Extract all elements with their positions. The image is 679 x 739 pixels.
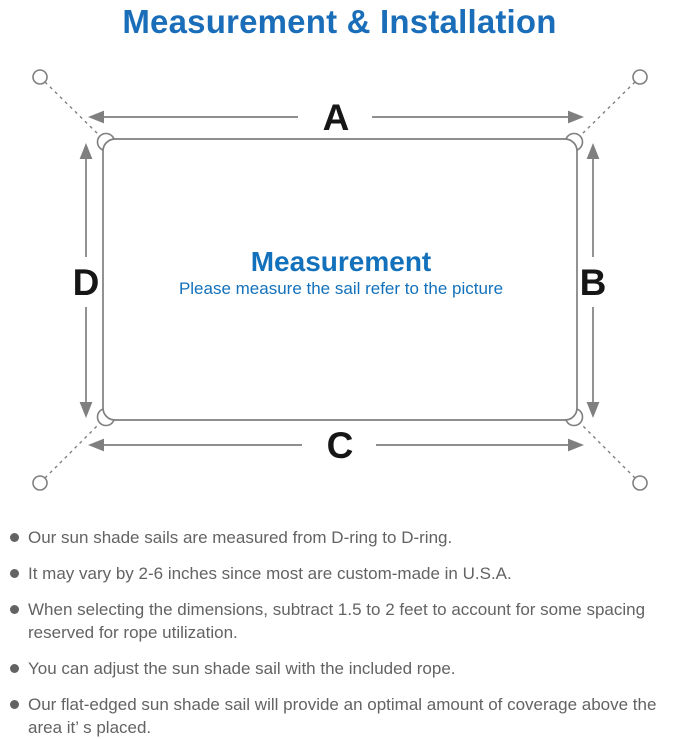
- bullet-icon: [10, 533, 19, 542]
- bullet-icon: [10, 664, 19, 673]
- rope-dotted-bottom-right: [577, 420, 636, 479]
- notes-list: Our sun shade sails are measured from D-…: [0, 526, 672, 739]
- note-item: Our sun shade sails are measured from D-…: [10, 526, 664, 549]
- rope-dotted-bottom-left: [44, 420, 103, 479]
- note-item: Our flat-edged sun shade sail will provi…: [10, 693, 664, 739]
- anchor-ring-bottom-left-icon: [32, 475, 48, 491]
- note-item: You can adjust the sun shade sail with t…: [10, 657, 664, 680]
- sail-measurement-diagram: A C D B Measurement Please measure the s…: [32, 69, 648, 491]
- anchor-ring-bottom-right-icon: [632, 475, 648, 491]
- bullet-icon: [10, 700, 19, 709]
- note-text: Our sun shade sails are measured from D-…: [28, 528, 453, 547]
- dimension-label-b: B: [580, 262, 607, 303]
- anchor-ring-top-right-icon: [632, 69, 648, 85]
- note-item: When selecting the dimensions, subtract …: [10, 598, 664, 644]
- rope-dotted-top-right: [577, 81, 636, 139]
- note-item: It may vary by 2-6 inches since most are…: [10, 562, 664, 585]
- dimension-label-c: C: [327, 425, 354, 466]
- rope-dotted-top-left: [44, 81, 103, 139]
- dimension-label-a: A: [323, 97, 350, 138]
- dimension-arrow-a: [88, 110, 584, 124]
- dimension-arrow-c: [88, 438, 584, 452]
- note-text: You can adjust the sun shade sail with t…: [28, 659, 456, 678]
- anchor-ring-top-left-icon: [32, 69, 48, 85]
- dimension-label-d: D: [73, 262, 100, 303]
- note-text: Our flat-edged sun shade sail will provi…: [28, 695, 657, 737]
- page-title: Measurement & Installation: [122, 3, 557, 40]
- bullet-icon: [10, 605, 19, 614]
- sail-rectangle: [102, 138, 578, 421]
- diagram-center-subtitle: Please measure the sail refer to the pic…: [179, 279, 503, 298]
- dimension-arrow-d: [79, 143, 93, 418]
- dimension-arrow-b: [586, 143, 600, 418]
- note-text: It may vary by 2-6 inches since most are…: [28, 564, 512, 583]
- diagram-center-title: Measurement: [251, 246, 432, 277]
- bullet-icon: [10, 569, 19, 578]
- note-text: When selecting the dimensions, subtract …: [28, 600, 646, 642]
